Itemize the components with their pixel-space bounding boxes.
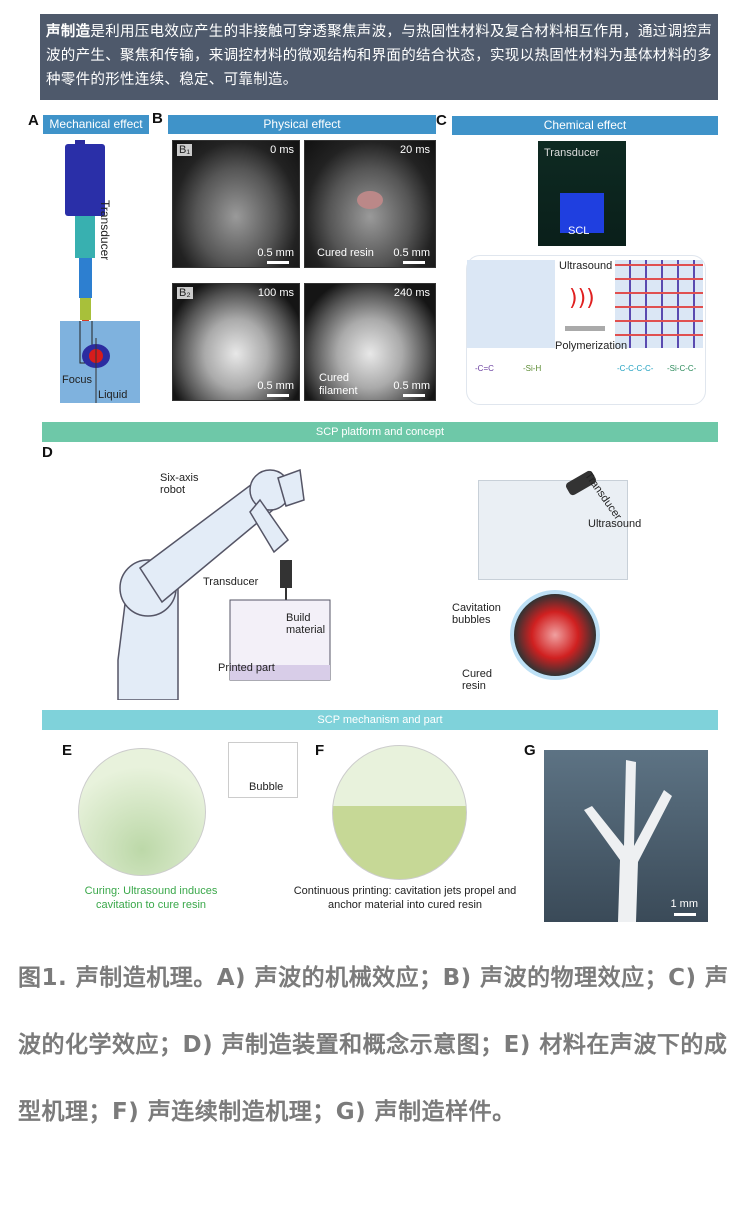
- intro-keyword: 声制造: [46, 24, 91, 40]
- scale-label-g: 1 mm: [670, 898, 699, 910]
- curing-diagram: [78, 748, 206, 876]
- photo-0ms: B₁ 0 ms 0.5 mm: [172, 140, 300, 268]
- scale-label: 0.5 mm: [257, 247, 294, 259]
- polymer-box: [615, 260, 703, 348]
- panel-b-header: Physical effect: [168, 115, 436, 134]
- scale-bar: [403, 261, 425, 264]
- ultrasound-label-c: Ultrasound: [559, 260, 613, 272]
- figure-caption: 图1. 声制造机理。A) 声波的机械效应；B) 声波的物理效应；C) 声波的化学…: [18, 965, 729, 1125]
- panel-f-letter: F: [315, 742, 325, 759]
- legend-box: Bubble: [228, 742, 298, 798]
- photo-100ms: B₂ 100 ms 0.5 mm: [172, 283, 300, 401]
- panel-a-header: Mechanical effect: [43, 115, 149, 134]
- ultrasound-wave-icon: ))): [569, 286, 595, 311]
- cured-resin-label-d: Cured resin: [462, 668, 492, 692]
- cavitation-label: Cavitation bubbles: [452, 602, 501, 626]
- bubble-legend: Bubble: [249, 781, 284, 793]
- build-material-label: Build material: [286, 612, 326, 636]
- panel-b-letter: B: [152, 110, 163, 127]
- scale-bar: [267, 394, 289, 397]
- scale-label: 0.5 mm: [393, 247, 430, 259]
- scl-label: SCL: [568, 225, 590, 237]
- panel-c-header: Chemical effect: [452, 116, 718, 135]
- time-label: 240 ms: [393, 287, 430, 299]
- curing-caption: Curing: Ultrasound induces cavitation to…: [84, 885, 218, 911]
- transducer-label-d: Transducer: [203, 576, 259, 588]
- polymerization-label: Polymerization: [555, 340, 628, 352]
- printed-part-label: Printed part: [218, 662, 275, 674]
- panel-d-letter: D: [42, 444, 53, 461]
- transducer-label-c: Transducer: [544, 147, 600, 159]
- monomer-box: [467, 260, 555, 348]
- scale-bar-g: [674, 913, 696, 916]
- group-label: -C-C-C-C-: [617, 364, 654, 373]
- time-label: 0 ms: [270, 144, 294, 156]
- transducer-simulation: [60, 140, 140, 403]
- arrow-icon: [565, 326, 605, 331]
- ultrasound-label-d: Ultrasound: [588, 518, 642, 530]
- sample-photo: 1 mm: [544, 750, 708, 922]
- cured-resin-label: Cured resin: [317, 247, 374, 259]
- intro-text: 是利用压电效应产生的非接触可穿透聚焦声波，与热固性材料及复合材料相互作用，通过调…: [46, 24, 713, 88]
- robot-illustration: [117, 468, 331, 700]
- panel-c-letter: C: [436, 112, 447, 129]
- group-label: -Si-H: [523, 364, 542, 373]
- focus-label: Focus: [62, 374, 92, 386]
- mechanism-bar: SCP mechanism and part: [42, 710, 718, 730]
- photo-240ms: 240 ms Cured filament 0.5 mm: [304, 283, 436, 401]
- scl-glow: [560, 193, 604, 233]
- group-label: -C=C: [475, 364, 494, 373]
- scale-bar: [403, 394, 425, 397]
- robot-label: Six-axis robot: [160, 472, 199, 496]
- b1-label: B₁: [177, 144, 193, 156]
- time-label: 100 ms: [257, 287, 294, 299]
- printed-tree-part: [584, 760, 672, 922]
- cavitation-zoom: [510, 590, 600, 680]
- time-label: 20 ms: [400, 144, 430, 156]
- scl-photo: Transducer SCL: [538, 141, 626, 246]
- polymerization-diagram: Ultrasound ))) Polymerization -C=C -Si-H…: [466, 255, 706, 405]
- panel-a-letter: A: [28, 112, 39, 129]
- scale-label: 0.5 mm: [393, 380, 430, 392]
- transducer-label-a: Transducer: [98, 200, 112, 261]
- liquid-label: Liquid: [98, 389, 128, 401]
- panel-e-letter: E: [62, 742, 73, 759]
- photo-20ms: 20 ms Cured resin 0.5 mm: [304, 140, 436, 268]
- scale-bar: [267, 261, 289, 264]
- panel-g-letter: G: [524, 742, 536, 759]
- printing-diagram: [332, 745, 467, 880]
- group-label: -Si-C-C-: [667, 364, 697, 373]
- cured-filament-label: Cured filament: [319, 372, 358, 397]
- cured-resin-spot: [357, 191, 383, 209]
- platform-bar: SCP platform and concept: [42, 422, 718, 442]
- scale-label: 0.5 mm: [257, 380, 294, 392]
- b2-label: B₂: [177, 287, 193, 299]
- resin-tank: [478, 480, 628, 580]
- intro-box: 声制造是利用压电效应产生的非接触可穿透聚焦声波，与热固性材料及复合材料相互作用，…: [40, 14, 718, 100]
- printing-caption: Continuous printing: cavitation jets pro…: [293, 885, 517, 911]
